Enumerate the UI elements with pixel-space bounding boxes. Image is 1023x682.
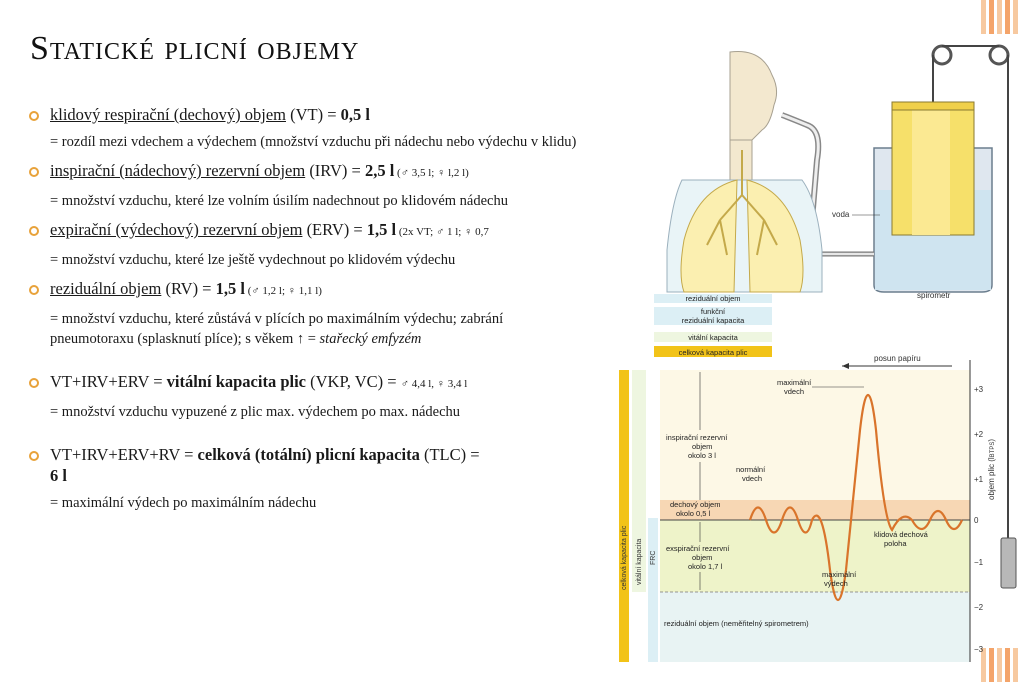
tidal-label-1: dechový objem [670,500,720,509]
rest-label-2: poloha [884,539,907,548]
rv-band [660,592,970,662]
term: klidový respirační (dechový) objem [50,105,286,124]
bold-term: celková (totální) plicní kapacita [197,445,420,464]
list-item-tlc: VT+IRV+ERV+RV = celková (totální) plicní… [28,444,616,486]
list-item-vt: klidový respirační (dechový) objem (VT) … [28,104,616,125]
value: 2,5 l [364,161,395,180]
vc-band [632,370,646,592]
lungs-figure [666,50,823,293]
erv-label-1: exspirační rezervní [666,544,730,553]
decorative-stripes-top [979,0,1023,34]
vc-side-label: vitální kapacita [636,539,643,585]
prefix: VT+IRV+ERV+RV = [50,445,198,464]
description: = množství vzduchu, které zůstává v plíc… [28,309,616,349]
value: 6 l [50,466,67,485]
erv-label-2: objem [692,553,712,562]
rv-label: reziduální objem (neměřitelný spirometre… [664,619,809,628]
spirometry-diagram: voda spirometr reziduální objem funkční … [619,44,1017,662]
description-line-1: = množství vzduchu, které zůstává v plíc… [50,311,504,327]
max-exp-label-2: výdech [824,579,848,588]
bullet-list: klidový respirační (dechový) objem (VT) … [28,104,616,664]
rv-bar-label: reziduální objem [685,294,740,303]
spirometer: voda spirometr [762,101,993,300]
abbr: (VKP, VC) = [306,372,401,391]
abbr: (VT) = [285,105,341,124]
vc-bar-label: vitální kapacita [688,333,738,342]
page-title: Statické plicní objemy [30,30,360,67]
list-item-irv: inspirační (nádechový) rezervní objem (I… [28,160,616,184]
tick-label: +3 [974,385,984,394]
value: 1,5 l [215,279,245,298]
bullet-dot-icon [29,451,39,461]
max-insp-label-2: vdech [784,387,804,396]
tick-label: +1 [974,475,984,484]
value: 1,5 l [366,220,397,239]
description: = maximální výdech po maximálním nádechu [50,495,317,511]
tidal-band [660,500,970,520]
note: (♂ 3,5 l; ♀ l,2 l) [394,167,469,179]
axis-label: objem plic (lBTPS) [987,439,996,500]
bullet-dot-icon [29,167,39,177]
bullet-dot-icon [29,226,39,236]
pulley [931,44,1017,589]
max-insp-label-1: maximální [777,378,812,387]
irv-label-2: objem [692,442,712,451]
spirometer-label: spirometr [917,291,951,300]
abbr: (RV) = [161,279,216,298]
paper-label: posun papíru [874,354,921,363]
irv-label-3: okolo 3 l [688,451,716,460]
note: (♂ 1,2 l; ♀ 1,1 l) [244,285,322,297]
irv-label-1: inspirační rezervní [666,433,728,442]
spirogram-curve [748,393,964,602]
tick-label: −3 [974,645,984,654]
tlc-bar-label: celková kapacita plic [679,348,748,357]
prefix: VT+IRV+ERV = [50,372,167,391]
bullet-dot-icon [29,285,39,295]
tick-label: 0 [974,516,979,525]
lung-capacity-bars: reziduální objem funkční reziduální kapa… [654,294,772,357]
tick-label: −2 [974,603,984,612]
list-item-vc: VT+IRV+ERV = vitální kapacita plic (VKP,… [28,371,616,395]
list-item-erv: expirační (výdechový) rezervní objem (ER… [28,219,616,243]
frc-bar-label-2: reziduální kapacita [682,316,745,325]
description: = množství vzduchu, které lze volním úsi… [50,193,508,209]
counterweight [1000,537,1017,589]
abbr: (ERV) = [302,220,367,239]
tlc-band [619,370,629,662]
frc-bar-label-1: funkční [701,307,726,316]
abbr: (TLC) = [419,445,480,464]
water-label: voda [832,210,850,219]
erv-band [660,520,970,592]
bullet-dot-icon [29,378,39,388]
term: expirační (výdechový) rezervní objem [50,220,303,239]
bullet-dot-icon [29,111,39,121]
spirogram: +3 +2 +1 0 −1 −2 −3 objem plic (lBTPS) p… [619,354,996,662]
term: reziduální objem [50,279,162,298]
frc-side-label: FRC [650,551,657,565]
frc-band [648,518,658,662]
term: inspirační (nádechový) rezervní objem [50,161,306,180]
description: = množství vzduchu vypuzené z plic max. … [50,404,461,420]
description: = množství vzduchu, které lze ještě vyde… [50,252,456,268]
decorative-stripes-bottom [979,648,1023,682]
emphasis: stařecký emfyzém [319,331,422,347]
abbr: (IRV) = [305,161,365,180]
tidal-label-2: okolo 0,5 l [676,509,711,518]
erv-label-3: okolo 1,7 l [688,562,723,571]
note: ♂ 4,4 l, ♀ 3,4 l [400,378,468,390]
tlc-side-label: celková kapacita plic [621,525,628,590]
note: (2x VT; ♂ 1 l; ♀ 0,7 [396,226,489,238]
normal-insp-label-1: normální [736,465,766,474]
tick-label: −1 [974,558,984,567]
tick-label: +2 [974,430,984,439]
normal-insp-label-2: vdech [742,474,762,483]
rest-label-1: klidová dechová [874,530,929,539]
bold-term: vitální kapacita plic [166,372,306,391]
description-line-2: pneumotoraxu (splasknutí plíce); s věkem… [50,331,320,347]
description: = rozdíl mezi vdechem a výdechem (množst… [50,134,577,150]
value: 0,5 l [340,105,370,124]
list-item-rv: reziduální objem (RV) = 1,5 l (♂ 1,2 l; … [28,278,616,302]
max-exp-label-1: maximální [822,570,857,579]
